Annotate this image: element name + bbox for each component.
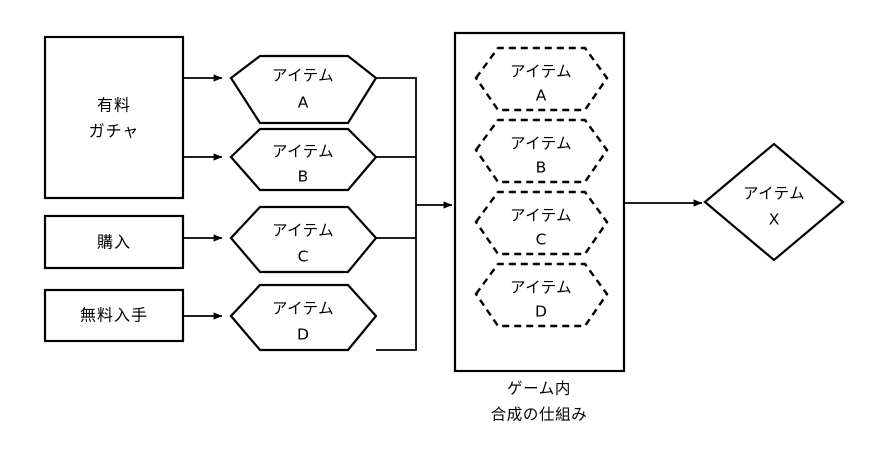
item-code-a: A (298, 94, 309, 112)
result-label: アイテム (743, 185, 805, 203)
source-label-free: 無料入手 (80, 306, 148, 325)
source-label-purchase: 購入 (97, 233, 131, 252)
source-node-gacha[interactable]: 有料 ガチャ (43, 35, 185, 200)
synth-label-b: アイテム (510, 135, 572, 153)
synth-code-b: B (536, 159, 547, 177)
source-label-gacha-line2: ガチャ (89, 122, 140, 141)
synthesis-caption-line1: ゲーム内 (507, 380, 571, 398)
item-code-b: B (298, 168, 309, 186)
synth-code-d: D (535, 303, 547, 321)
result-code: X (769, 211, 780, 229)
synth-label-c: アイテム (510, 207, 572, 225)
synth-hexagon-b (474, 118, 609, 184)
merge-bus-outer (376, 77, 417, 351)
item-label-d: アイテム (272, 300, 334, 318)
synth-item-node-c: アイテム C (474, 190, 609, 256)
item-code-d: D (297, 326, 309, 344)
source-node-free[interactable]: 無料入手 (43, 288, 185, 343)
synth-hexagon-d (474, 262, 609, 328)
item-node-c[interactable]: アイテム C (229, 205, 378, 274)
synthesis-caption-line2: 合成の仕組み (491, 406, 588, 424)
item-node-d[interactable]: アイテム D (229, 283, 378, 352)
item-label-c: アイテム (272, 222, 334, 240)
synth-code-a: A (536, 87, 547, 105)
result-node-item-x[interactable]: アイテム X (703, 142, 845, 262)
result-diamond (703, 142, 845, 262)
item-label-b: アイテム (272, 143, 334, 161)
item-node-a[interactable]: アイテム A (229, 54, 378, 125)
source-box-purchase (43, 214, 185, 270)
item-node-b[interactable]: アイテム B (229, 127, 378, 192)
item-label-a: アイテム (272, 67, 334, 85)
source-label-gacha-line1: 有料 (97, 96, 131, 115)
source-node-purchase[interactable]: 購入 (43, 214, 185, 270)
synth-label-d: アイテム (510, 279, 572, 297)
synth-hexagon-a (474, 46, 609, 112)
source-box-gacha (43, 35, 185, 200)
synthesis-container[interactable]: アイテム A アイテム B アイテム C アイテム D (453, 31, 626, 373)
synth-code-c: C (536, 231, 547, 249)
item-code-c: C (298, 248, 309, 266)
synth-item-node-b: アイテム B (474, 118, 609, 184)
source-box-free (43, 288, 185, 343)
item-hexagon-d (229, 283, 378, 352)
synth-item-node-d: アイテム D (474, 262, 609, 328)
synth-label-a: アイテム (510, 63, 572, 81)
synth-hexagon-c (474, 190, 609, 256)
synth-item-node-a: アイテム A (474, 46, 609, 112)
